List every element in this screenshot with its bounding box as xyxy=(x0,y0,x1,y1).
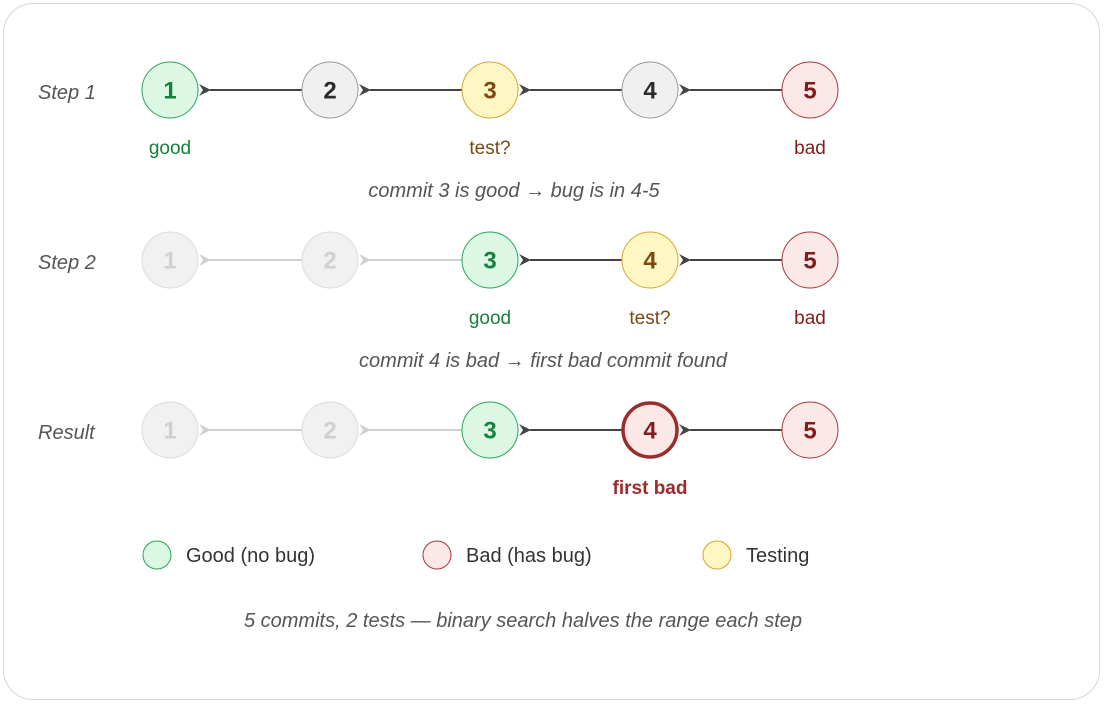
commit-node-4-testing xyxy=(621,231,679,289)
commit-status-label: first bad xyxy=(613,478,688,499)
diagram-row-1: 1 good 2 3 test? 4 5 bad xyxy=(141,61,839,159)
commit-number: 2 xyxy=(323,248,336,275)
commit-status-label: test? xyxy=(469,138,510,159)
legend-bad-label: Bad (has bug) xyxy=(466,545,592,567)
diagram-row-3: 1 2 3 4 first bad 5 xyxy=(141,401,839,499)
commit-number: 5 xyxy=(803,248,816,275)
row-label-result: Result xyxy=(38,422,96,444)
commit-node-3-testing xyxy=(461,61,519,119)
commit-number: 4 xyxy=(643,248,657,275)
commit-status-label: bad xyxy=(794,308,826,329)
commit-status-label: good xyxy=(469,308,511,329)
commit-node-1-faded xyxy=(141,231,199,289)
commit-number: 5 xyxy=(803,418,816,445)
legend-testing-label: Testing xyxy=(746,545,809,567)
commit-number: 3 xyxy=(483,248,496,275)
commit-node-3-good xyxy=(461,231,519,289)
commit-node-4-neutral xyxy=(621,61,679,119)
footer-note: 5 commits, 2 tests — binary search halve… xyxy=(244,610,802,632)
diagram-row-2: 1 2 3 good 4 test? 5 bad xyxy=(141,231,839,329)
step-2-caption: commit 4 is bad → first bad commit found xyxy=(359,350,728,372)
commit-number: 3 xyxy=(483,78,496,105)
commit-node-1-good xyxy=(141,61,199,119)
commit-status-label: bad xyxy=(794,138,826,159)
commit-node-2-faded xyxy=(301,401,359,459)
commit-node-5-bad xyxy=(781,401,839,459)
legend-good-swatch-icon xyxy=(142,540,172,570)
commit-number: 1 xyxy=(163,418,176,445)
commit-number: 4 xyxy=(643,78,657,105)
commit-node-4-first-bad xyxy=(621,401,679,459)
commit-number: 2 xyxy=(323,418,336,445)
commit-number: 1 xyxy=(163,78,176,105)
commit-number: 2 xyxy=(323,78,336,105)
step-1-caption: commit 3 is good → bug is in 4-5 xyxy=(368,180,660,202)
row-label-step-1: Step 1 xyxy=(38,82,96,104)
commit-node-2-faded xyxy=(301,231,359,289)
commit-node-2-neutral xyxy=(301,61,359,119)
legend: Good (no bug) Bad (has bug) Testing xyxy=(142,540,809,570)
commit-node-3-good xyxy=(461,401,519,459)
commit-status-label: good xyxy=(149,138,191,159)
diagram-frame xyxy=(3,3,1100,700)
commit-number: 1 xyxy=(163,248,176,275)
legend-bad-swatch-icon xyxy=(422,540,452,570)
commit-number: 3 xyxy=(483,418,496,445)
commit-status-label: test? xyxy=(629,308,670,329)
commit-node-1-faded xyxy=(141,401,199,459)
legend-good-label: Good (no bug) xyxy=(186,545,315,567)
commit-node-5-bad xyxy=(781,231,839,289)
commit-number: 5 xyxy=(803,78,816,105)
commit-number: 4 xyxy=(643,418,657,445)
legend-testing-swatch-icon xyxy=(702,540,732,570)
row-label-step-2: Step 2 xyxy=(38,252,96,274)
commit-node-5-bad xyxy=(781,61,839,119)
